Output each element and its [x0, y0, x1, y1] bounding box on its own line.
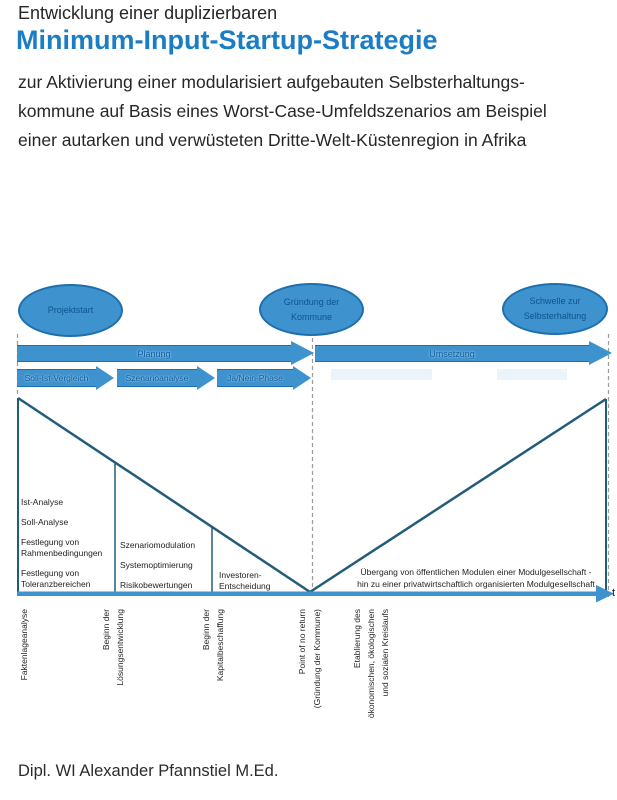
- milestone-label: Projektstart: [47, 305, 94, 315]
- subphase-arrow-szenario: Szenarioanalyse: [117, 369, 197, 387]
- milestone-ellipse-projektstart: Projektstart: [18, 284, 123, 337]
- funnel-item: Rahmenbedingungen: [21, 548, 103, 558]
- timeline-marker-line: Point of no return: [297, 609, 307, 675]
- header-kicker: Entwicklung einer duplizierbaren: [18, 3, 278, 23]
- subphase-label: Ja/Nein-Phase: [227, 373, 283, 383]
- subphase-label: Soll-Ist-Vergleich: [24, 373, 89, 383]
- subphase-arrowhead-icon: [96, 366, 114, 390]
- timeline-marker-line: ökonomischen, ökologischen: [366, 609, 376, 719]
- funnel-item: Soll-Analyse: [21, 517, 69, 527]
- header-subtitle-line-3: einer autarken und verwüsteten Dritte-We…: [18, 130, 527, 150]
- transition-note-line: Übergang von öffentlichen Modulen einer …: [360, 567, 592, 577]
- page-title: Minimum-Input-Startup-Strategie: [16, 25, 438, 55]
- timeline-marker-line: Kapitalbeschaffung: [215, 609, 225, 682]
- funnel-item: Systemoptimierung: [120, 560, 193, 570]
- transition-note: Übergang von öffentlichen Modulen einer …: [345, 567, 607, 590]
- phase-arrowhead-planung-icon: [291, 341, 314, 365]
- phase-label: Umsetzung: [429, 348, 475, 359]
- funnel-item: Szenariomodulation: [120, 540, 196, 550]
- timeline-marker-line: und sozialen Kreislaufs: [380, 609, 390, 697]
- milestone-ellipse-gruendung: Gründung der Kommune: [259, 283, 364, 336]
- funnel-item: Entscheidung: [219, 581, 271, 591]
- milestone-label-line: Schwelle zur: [529, 296, 581, 306]
- milestone-label-line: Gründung der: [283, 296, 340, 307]
- milestone-label-line: Selbsterhaltung: [523, 311, 587, 321]
- funnel-item: Festlegung von: [21, 568, 80, 578]
- timeline-marker-line: Beginn der: [101, 609, 111, 651]
- subphase-arrowhead-icon: [293, 366, 311, 390]
- timeline-marker-line: Etablierung des: [352, 609, 362, 669]
- subphase-arrow-janein: Ja/Nein-Phase: [217, 369, 293, 387]
- funnel-item: Risikobewertungen: [120, 580, 193, 590]
- funnel-item: Toleranzbereichen: [21, 579, 91, 589]
- phase-label: Planung: [137, 348, 171, 359]
- timeline-marker-line: Lösungsentwicklung: [115, 609, 125, 686]
- timeline-marker-line: Beginn der: [201, 609, 211, 651]
- ghost-bar: [497, 369, 567, 380]
- phase-arrow-umsetzung: Umsetzung: [315, 345, 589, 362]
- subphase-arrowhead-icon: [197, 366, 215, 390]
- time-axis: [17, 591, 598, 596]
- time-axis-arrowhead-icon: [596, 585, 614, 603]
- funnel-item: Ist-Analyse: [21, 497, 64, 507]
- header-subtitle-line-1: zur Aktivierung einer modularisiert aufg…: [18, 72, 525, 92]
- ghost-bar: [331, 369, 432, 380]
- phase-arrowhead-umsetzung-icon: [589, 341, 612, 365]
- timeline-marker-line: Faktenlageanalyse: [19, 609, 29, 681]
- header-subtitle-line-2: kommune auf Basis eines Worst-Case-Umfel…: [18, 101, 547, 121]
- milestone-ellipse-schwelle: Schwelle zur Selbsterhaltung: [502, 283, 608, 335]
- funnel-item: Investoren-: [219, 570, 262, 580]
- subphase-label: Szenarioanalyse: [125, 373, 189, 383]
- time-axis-label: t: [612, 587, 616, 599]
- subphase-arrow-soll-ist: Soll-Ist-Vergleich: [17, 369, 96, 387]
- phase-arrow-planung: Planung: [17, 345, 291, 362]
- timeline-marker-line: (Gründung der Kommune): [312, 609, 322, 709]
- funnel-descending-line: [17, 396, 311, 594]
- milestone-label-line: Kommune: [290, 311, 333, 322]
- author-credit: Dipl. WI Alexander Pfannstiel M.Ed.: [18, 762, 279, 780]
- rising-line: [309, 397, 607, 594]
- transition-note-line: hin zu einer privatwirtschaftlich organi…: [357, 578, 595, 589]
- funnel-item: Festlegung von: [21, 537, 80, 547]
